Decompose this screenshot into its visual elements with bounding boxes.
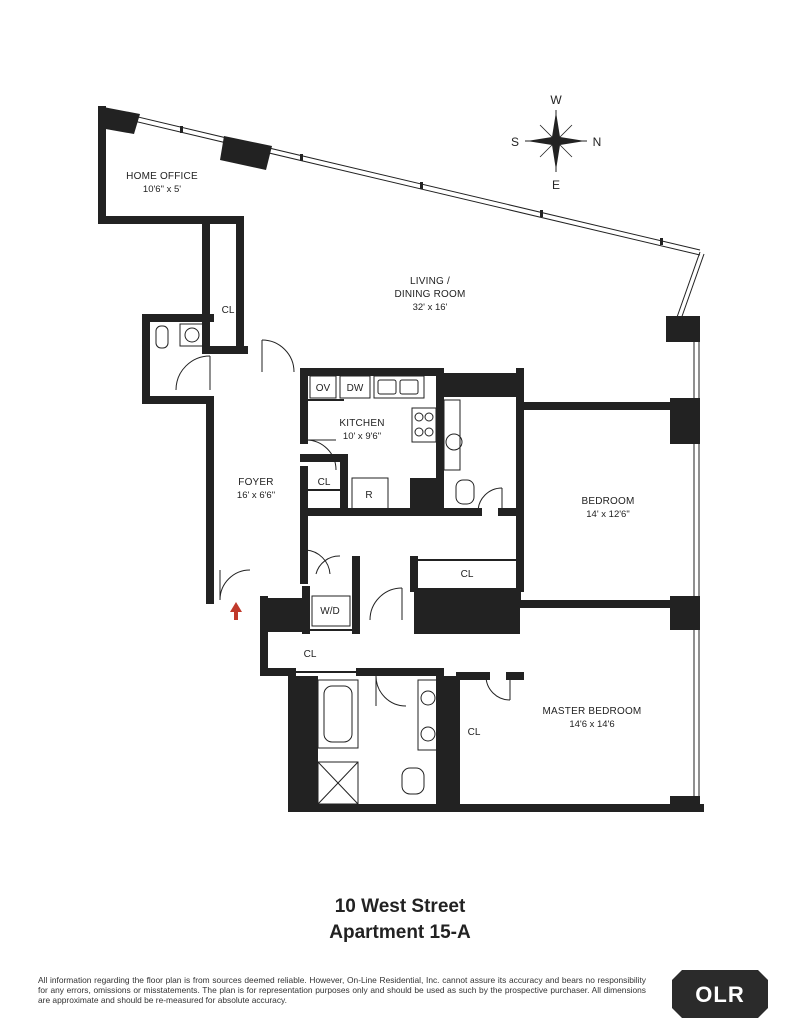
toilet-icon [155, 325, 169, 349]
closet-label-hall: CL [461, 569, 474, 580]
sink-icon [179, 323, 205, 347]
foyer-name: FOYER [238, 477, 273, 488]
bath1-toilet-icon [455, 479, 475, 505]
doors [175, 339, 511, 707]
bedroom-dims: 14' x 12'6" [586, 509, 629, 520]
oven-label: OV [316, 383, 331, 394]
kitchen-name: KITCHEN [339, 418, 384, 429]
closet-label-kitchen: CL [318, 477, 331, 488]
dishwasher-label: DW [347, 383, 364, 394]
master-toilet-icon [401, 767, 425, 795]
foyer-dims: 16' x 6'6" [237, 490, 275, 501]
home-office-name: HOME OFFICE [126, 171, 198, 182]
washer-dryer-icon [311, 595, 351, 627]
living-name-2: DINING ROOM [394, 289, 465, 300]
address-title: 10 West Street [334, 896, 466, 917]
living-dims: 32' x 16' [413, 302, 448, 313]
bath1-sink-icon [445, 433, 463, 451]
entry-arrow-icon [230, 602, 242, 620]
compass-north-label: N [593, 135, 602, 149]
window-mullions [180, 126, 663, 245]
master-sink1-icon [420, 690, 436, 706]
compass-east-label: E [552, 178, 560, 192]
kitchen-dims: 10' x 9'6" [343, 431, 381, 442]
bedroom-name: BEDROOM [581, 496, 634, 507]
living-name-1: LIVING / [410, 276, 450, 287]
kitchen-sink-icon [373, 375, 425, 399]
floor-plan: W E S N [98, 93, 705, 812]
fixtures [155, 323, 475, 805]
home-office-dims: 10'6" x 5' [143, 184, 181, 195]
shower-icon [317, 761, 359, 805]
closet-label-lower: CL [304, 649, 317, 660]
disclaimer-text: All information regarding the floor plan… [38, 975, 646, 1005]
bathtub-icon [317, 679, 359, 749]
master-sink2-icon [420, 726, 436, 742]
thin-walls [264, 395, 521, 673]
closet-label-office: CL [222, 305, 235, 316]
unit-title: Apartment 15-A [329, 922, 471, 943]
master-bedroom-name: MASTER BEDROOM [543, 706, 642, 717]
walls [98, 106, 704, 812]
closet-label-master: CL [468, 727, 481, 738]
compass-rose: W E S N [511, 93, 601, 192]
compass-south-label: S [511, 135, 519, 149]
compass-west-label: W [550, 93, 562, 107]
window-wall [99, 107, 705, 810]
fixture-labels: OV DW R W/D CL CL CL CL CL [222, 305, 481, 738]
olr-logo: OLR [672, 970, 768, 1018]
olr-logo-text: OLR [695, 982, 744, 1007]
room-labels: HOME OFFICE 10'6" x 5' LIVING / DINING R… [126, 171, 641, 730]
master-bedroom-dims: 14'6 x 14'6 [569, 719, 614, 730]
columns [98, 106, 700, 810]
refrigerator-label: R [365, 490, 372, 501]
washer-dryer-label: W/D [320, 606, 339, 617]
cooktop-icon [411, 407, 437, 443]
